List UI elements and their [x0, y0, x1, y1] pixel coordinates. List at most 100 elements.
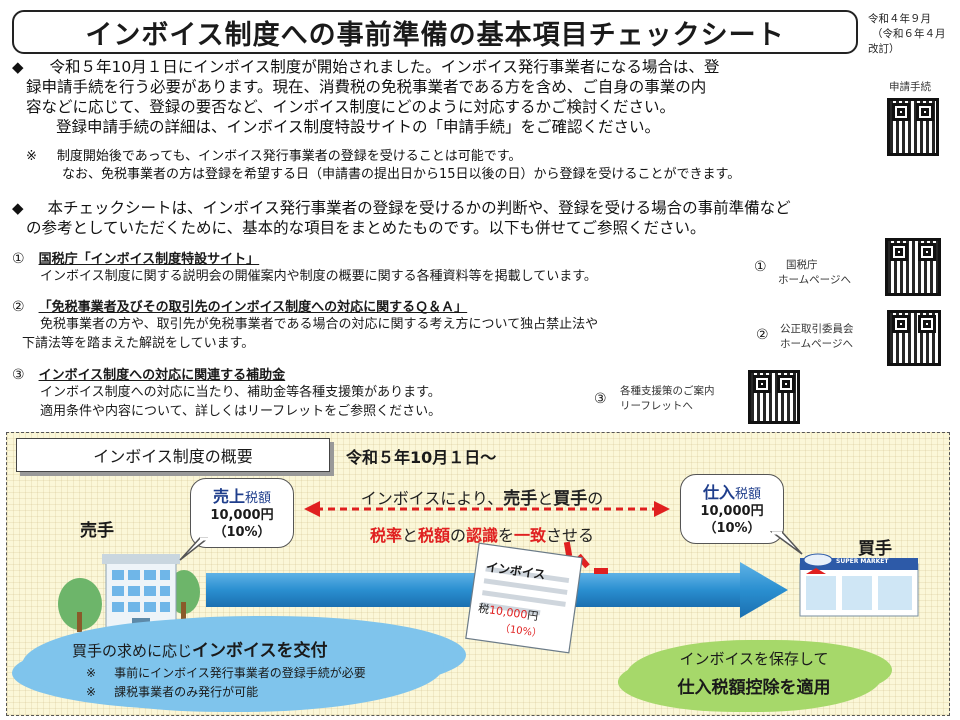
intro-line-2: 録申請手続を行う必要があります。現在、消費税の免税事業者である方を含め、ご自身の…: [26, 78, 707, 96]
purpose-line-1: 本チェックシートは、インボイス発行事業者の登録を受けるかの判断や、登録を受ける場…: [47, 199, 791, 217]
credit-text: インボイスを保存して 仕入税額控除を適用: [626, 648, 882, 698]
issue-invoice-heading: 買手の求めに応じインボイスを交付: [72, 636, 328, 661]
seller-label: 売手: [80, 521, 114, 541]
diamond-bullet-icon: ◆: [12, 58, 24, 76]
ref-number: ②: [12, 299, 25, 315]
ref-2-body-2: 下請法等を踏まえた解説をしています。: [22, 336, 255, 351]
ref-qr-number: ②: [756, 327, 769, 343]
ref-3-qr-caption: ③: [594, 388, 607, 407]
title-box: インボイス制度への事前準備の基本項目チェックシート: [12, 10, 858, 54]
reference-3: ③ インボイス制度への対応に関連する補助金 インボイス制度への対応に当たり、補助金…: [12, 364, 732, 421]
buyer-label: 買手: [858, 539, 892, 559]
msg-part: させる: [546, 526, 595, 545]
qr-label-line-2: リーフレットへ: [620, 400, 693, 412]
issue-note-1: 事前にインボイス発行事業者の登録手続が必要: [114, 666, 366, 680]
note-mark: ※: [26, 149, 37, 164]
qr-label-line-2: ホームページへ: [780, 338, 853, 350]
msg-seller: 売手: [503, 489, 538, 509]
ref-3-title-link[interactable]: インボイス制度への対応に関連する補助金: [38, 368, 286, 383]
buyer-bubble-rate: （10%）: [703, 521, 761, 536]
msg-recognition: 認識: [466, 526, 499, 545]
qr-label-line-2: ホームページへ: [778, 274, 851, 286]
issue-invoice-strong: インボイスを交付: [192, 641, 328, 661]
ref-number: ①: [12, 251, 25, 267]
store-sign: SUPER MARKET: [836, 558, 889, 565]
msg-part: の: [587, 489, 604, 508]
msg-part: と: [401, 526, 418, 545]
seller-bubble-rate: （10%）: [213, 525, 271, 540]
msg-part: の: [449, 526, 466, 545]
ref-2-qr-caption: ②: [756, 324, 769, 343]
qr-label-line-1: 各種支援策のご案内: [620, 385, 715, 397]
qr-code-nta[interactable]: [885, 238, 941, 296]
ref-1-qr-caption: ①: [754, 256, 767, 275]
buyer-bubble-tail: [770, 531, 803, 555]
buyer-bubble-amount: 10,000円: [700, 504, 764, 519]
intro-line-1: 令和５年10月１日にインボイス制度が開始されました。インボイス発行事業者になる場…: [49, 58, 720, 76]
ref-qr-number: ③: [594, 391, 607, 407]
purpose-line-2: の参考としていただくために、基本的な項目をまとめたものです。以下も併せてご参照く…: [26, 219, 706, 237]
ref-1-body: インボイス制度に関する説明会の開催案内や制度の概要に関する各種資料等を掲載してい…: [40, 269, 597, 284]
date-line-3: 改訂）: [868, 43, 900, 55]
page-title: インボイス制度への事前準備の基本項目チェックシート: [85, 19, 785, 51]
ref-1-qr-label: 国税庁 ホームページへ: [778, 258, 851, 288]
seller-bubble-amount: 10,000円: [210, 508, 274, 523]
purpose-paragraph: ◆ 本チェックシートは、インボイス発行事業者の登録を受けるかの判断や、登録を受ける…: [12, 198, 947, 238]
qr-code-application[interactable]: [887, 98, 939, 156]
msg-part: を: [498, 526, 515, 545]
msg-match: 一致: [514, 526, 547, 545]
center-message-line-1: インボイスにより、売手と買手の: [312, 484, 652, 509]
note-mark: ※: [86, 685, 97, 699]
reference-2: ②「免税事業者及びその取引先のインボイス制度への対応に関するＱ＆Ａ」 免税事業者…: [12, 296, 732, 353]
qr-code-jftc[interactable]: [887, 310, 941, 366]
seller-building-icon: [58, 554, 200, 635]
intro-note: ※ 制度開始後であっても、インボイス発行事業者の登録を受けることは可能です。 なお…: [26, 148, 896, 184]
intro-line-3: 容などに応じて、登録の要否など、インボイス制度にどのように対応するかご検討くださ…: [26, 98, 675, 116]
buyer-tax-bubble: 仕入税額 10,000円 （10%）: [680, 474, 784, 544]
invoice-yen: 円: [526, 608, 540, 624]
overview-title: インボイス制度の概要: [16, 438, 330, 472]
buyer-store-icon: [799, 553, 919, 617]
credit-line-1: インボイスを保存して: [679, 650, 829, 668]
ref-2-title-link[interactable]: 「免税事業者及びその取引先のインボイス制度への対応に関するＱ＆Ａ」: [38, 300, 468, 315]
diamond-bullet-icon: ◆: [12, 199, 24, 217]
msg-tax-amount: 税額: [417, 526, 450, 545]
credit-line-2: 仕入税額控除を適用: [677, 678, 831, 698]
ref-3-qr-label: 各種支援策のご案内 リーフレットへ: [620, 384, 715, 414]
issue-invoice-text: 買手の求めに応じ: [72, 642, 193, 660]
note-mark: ※: [86, 666, 97, 680]
seller-tax-bubble: 売上税額 10,000円 （10%）: [190, 478, 294, 548]
ref-2-qr-label: 公正取引委員会 ホームページへ: [780, 322, 854, 352]
ref-3-body-2: 適用条件や内容について、詳しくはリーフレットをご参照ください。: [40, 404, 442, 419]
ref-3-body-1: インボイス制度への対応に当たり、補助金等各種支援策があります。: [40, 385, 441, 400]
seller-bubble-label: 売上: [212, 487, 245, 506]
reference-1: ① 国税庁「インボイス制度特設サイト」 インボイス制度に関する説明会の開催案内や制…: [12, 248, 732, 286]
date-line-2: （令和６年４月: [872, 28, 946, 40]
msg-tax-rate: 税率: [369, 526, 402, 545]
center-message-line-2: 税率と税額の認識を一致させる: [312, 522, 652, 546]
ref-qr-number: ①: [754, 259, 767, 275]
note-line-1: 制度開始後であっても、インボイス発行事業者の登録を受けることは可能です。: [56, 149, 522, 164]
credit-cloud: [626, 640, 882, 712]
note-line-2: なお、免税事業者の方は登録を希望する日（申請書の提出日から15日以後の日）から登…: [62, 167, 741, 182]
issue-invoice-cloud: [22, 618, 444, 712]
qr-label-application: 申請手続: [889, 81, 931, 93]
date-line-1: 令和４年９月: [868, 13, 931, 25]
buyer-bubble-label-rest: 税額: [735, 487, 762, 502]
intro-paragraph: ◆ 令和５年10月１日にインボイス制度が開始されました。インボイス発行事業者になる…: [12, 57, 872, 137]
msg-part: と: [537, 489, 554, 508]
issue-invoice-notes: ※ 事前にインボイス発行事業者の登録手続が必要 ※ 課税事業者のみ発行が可能: [86, 664, 366, 702]
buyer-bubble-label: 仕入: [702, 483, 735, 502]
qr-code-leaflet[interactable]: [748, 370, 800, 424]
msg-buyer: 買手: [553, 489, 588, 509]
ref-number: ③: [12, 367, 25, 383]
recognition-double-arrow: [304, 501, 670, 517]
issue-note-2: 課税事業者のみ発行が可能: [114, 685, 259, 699]
seller-bubble-label-rest: 税額: [245, 491, 272, 506]
invoice-document-icon: [465, 542, 583, 654]
intro-line-4: 登録申請手続の詳細は、インボイス制度特設サイトの「申請手続」をご確認ください。: [56, 118, 661, 136]
seller-bubble-tail: [179, 537, 208, 561]
ref-1-title-link[interactable]: 国税庁「インボイス制度特設サイト」: [38, 252, 260, 267]
qr-label-line-1: 公正取引委員会: [780, 323, 854, 335]
msg-part: インボイスにより、: [360, 489, 504, 508]
